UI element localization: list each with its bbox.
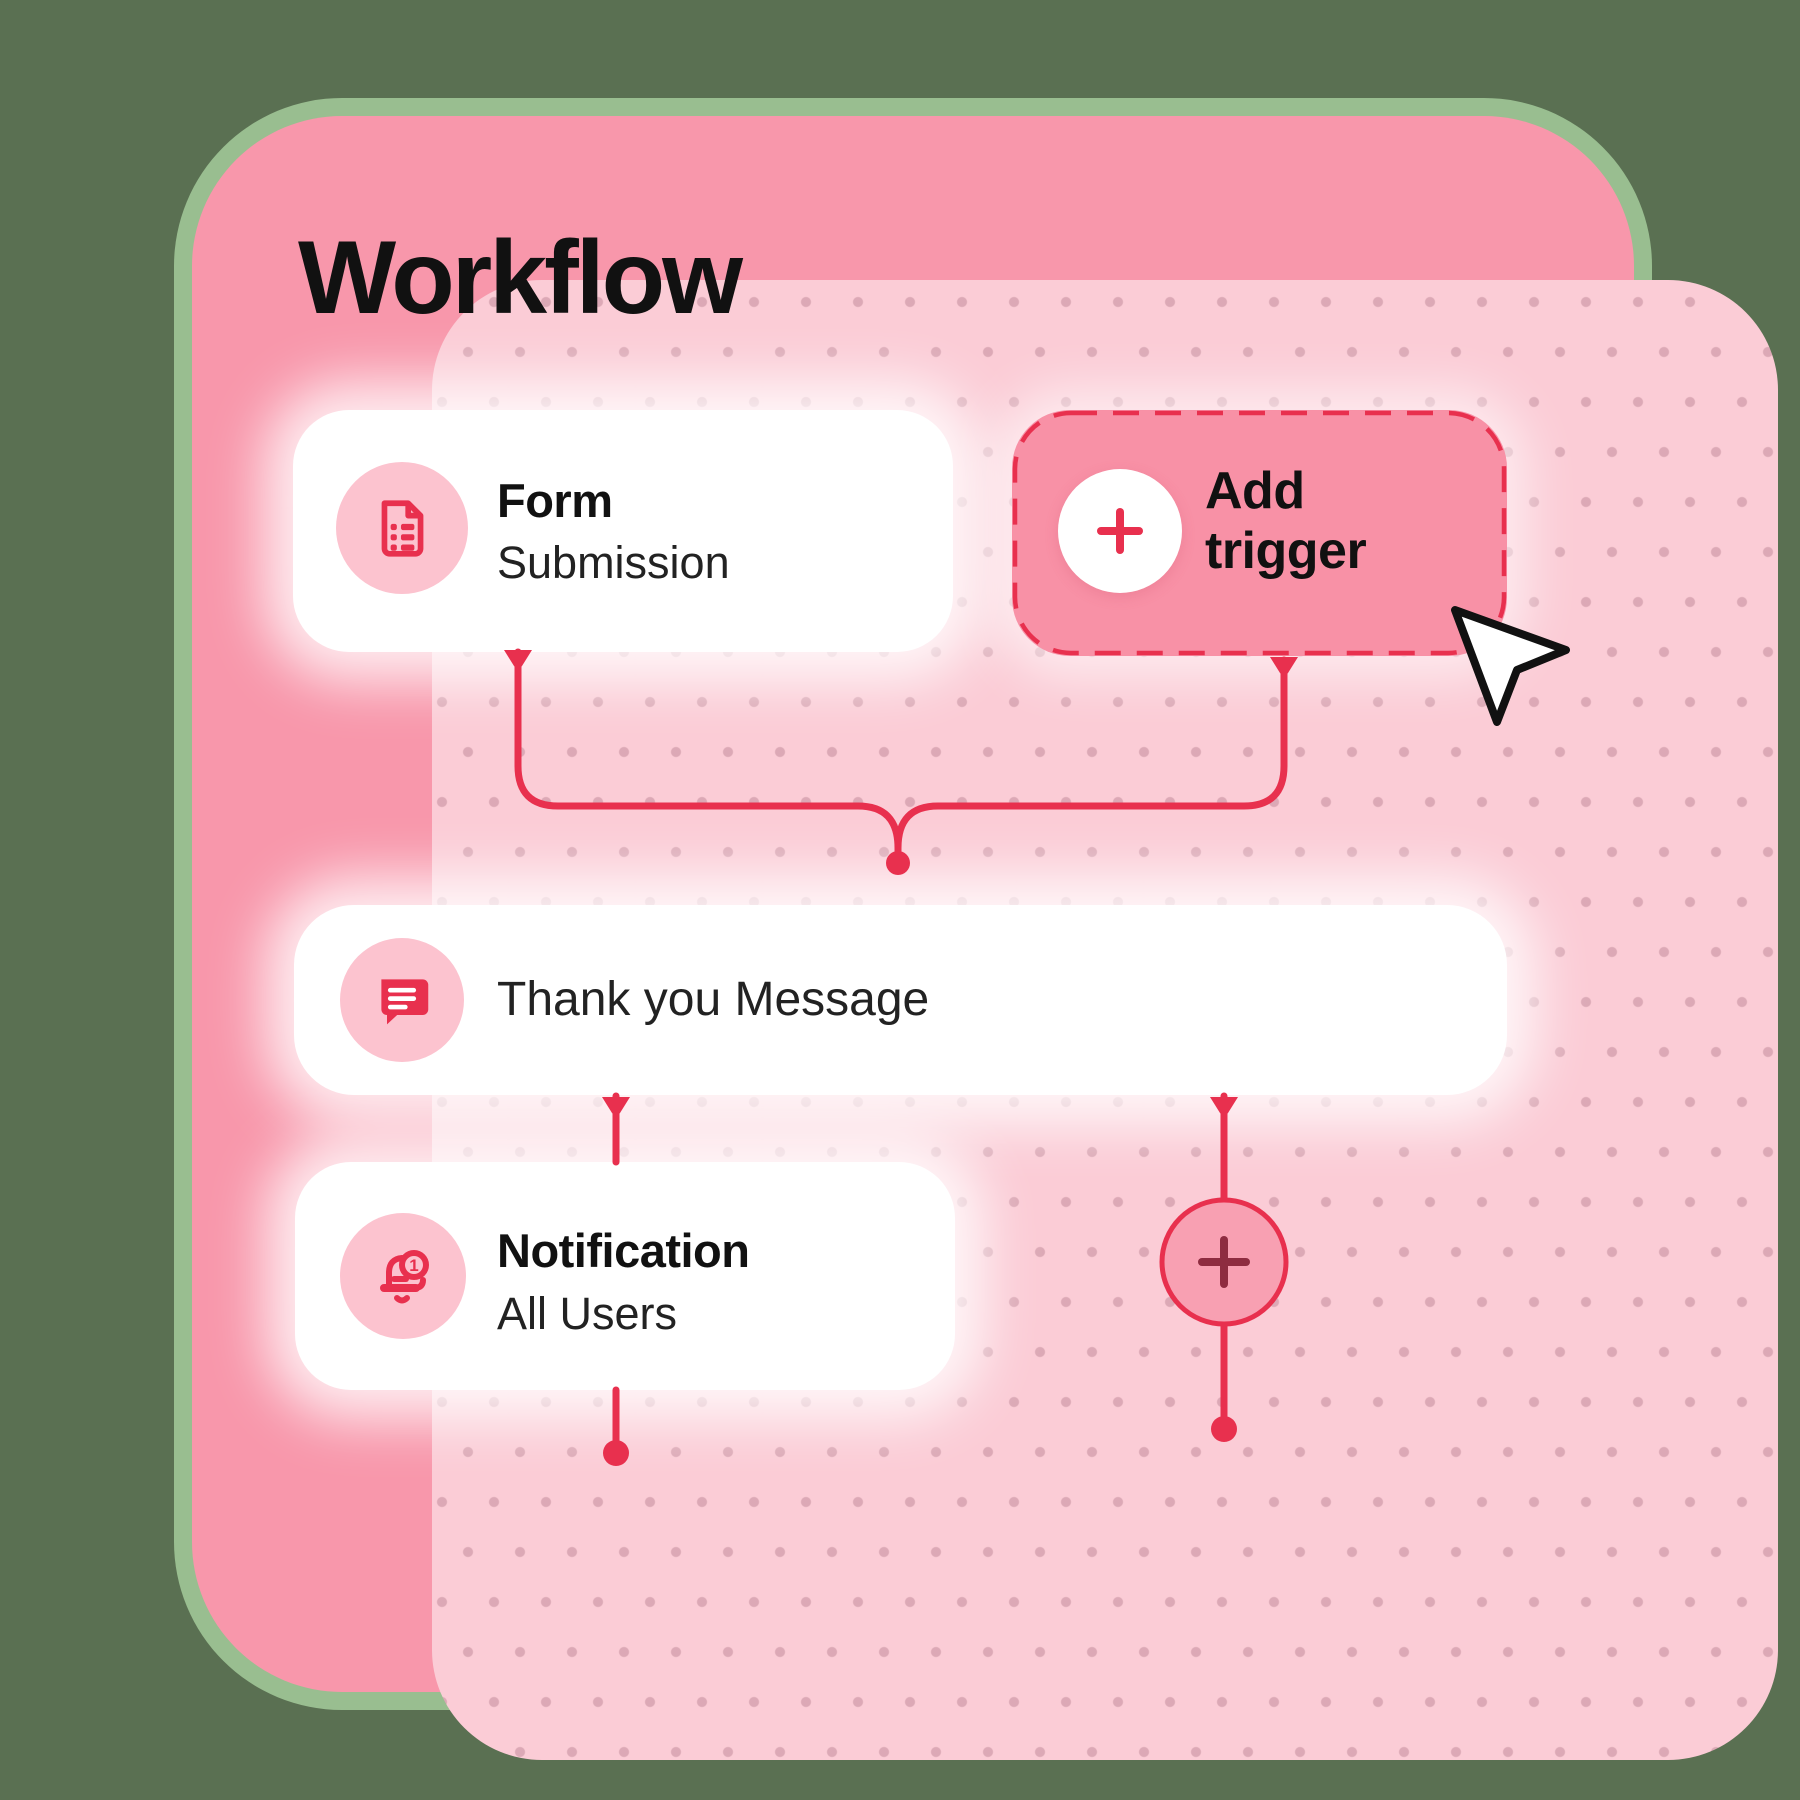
document-icon <box>336 462 468 594</box>
bell-icon: 1 <box>340 1213 466 1339</box>
dashed-border <box>1012 410 1507 656</box>
node-subtitle: Submission <box>497 537 730 588</box>
node-title: Form <box>497 474 613 527</box>
bell-icon-glyph: 1 <box>380 1250 429 1304</box>
chat-bubble-icon <box>340 938 464 1062</box>
add-trigger-label: Add trigger <box>1205 462 1367 580</box>
chat-bubble-icon-glyph <box>381 979 429 1025</box>
notification-badge: 1 <box>409 1256 418 1275</box>
document-icon-glyph <box>381 500 424 557</box>
add-trigger-button[interactable] <box>1058 469 1182 593</box>
page-title: Workflow <box>298 220 743 336</box>
plus-icon <box>1097 508 1143 554</box>
node-notification[interactable]: 1 Notification All Users <box>295 1162 955 1390</box>
node-thank-you-message[interactable] <box>294 905 1507 1095</box>
node-form-submission[interactable]: Form Submission <box>293 410 953 652</box>
node-title: Notification <box>497 1224 750 1277</box>
workflow-board <box>192 116 1778 1760</box>
node-subtitle: All Users <box>497 1288 678 1339</box>
message-label: Thank you Message <box>497 973 930 1026</box>
